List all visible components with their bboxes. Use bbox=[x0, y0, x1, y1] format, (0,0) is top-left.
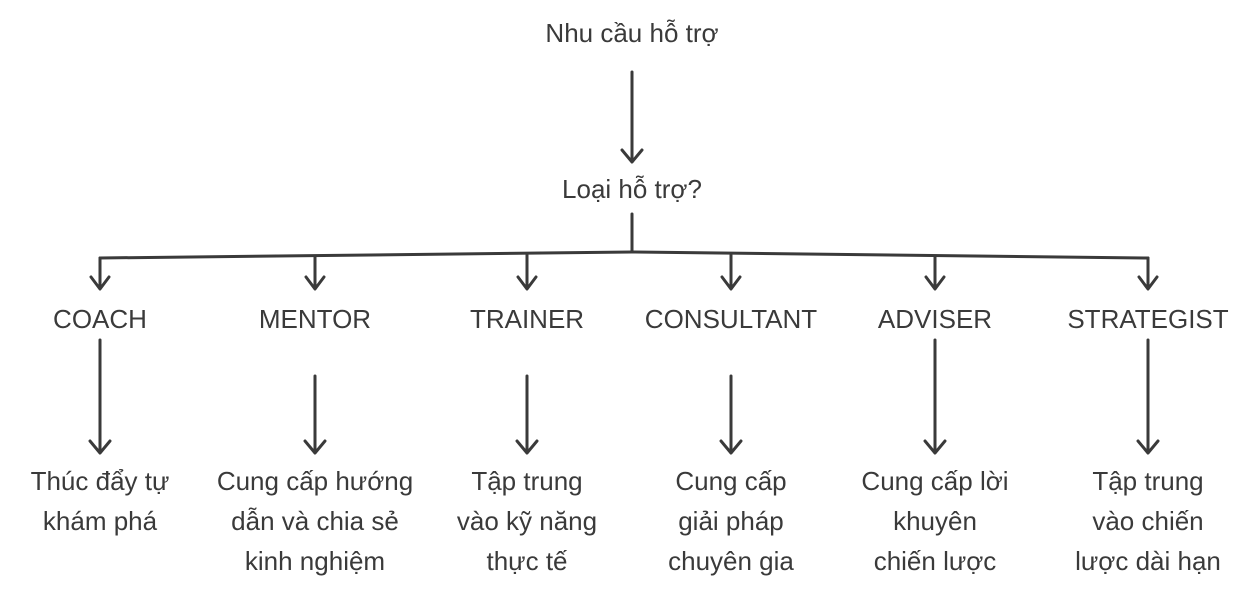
arrowhead-drop-trainer bbox=[516, 275, 538, 291]
arrowhead-drop-strategist bbox=[1137, 275, 1159, 291]
role-trainer: TRAINER bbox=[469, 304, 585, 334]
description-strategist: Tập trung vào chiến lược dài hạn bbox=[1075, 466, 1221, 576]
arrowhead-drop-adviser bbox=[924, 275, 946, 291]
description-mentor: Cung cấp hướng dẫn và chia sẻ kinh nghiệ… bbox=[216, 466, 414, 576]
description-adviser: Cung cấp lời khuyên chiến lược bbox=[861, 466, 1009, 576]
arrowhead-trainer-to-desc bbox=[515, 439, 539, 455]
role-mentor: MENTOR bbox=[258, 304, 372, 334]
question-node: Loại hỗ trợ? bbox=[562, 174, 702, 204]
arrowhead-drop-consultant bbox=[720, 275, 742, 291]
arrowhead-root-to-question bbox=[620, 148, 644, 164]
arrowhead-coach-to-desc bbox=[88, 439, 112, 455]
arrowhead-mentor-to-desc bbox=[303, 439, 327, 455]
connector-trunk bbox=[98, 250, 1150, 260]
role-coach: COACH bbox=[53, 304, 147, 334]
root-node: Nhu cầu hỗ trợ bbox=[545, 18, 719, 48]
role-adviser: ADVISER bbox=[877, 304, 993, 334]
arrowhead-adviser-to-desc bbox=[923, 439, 947, 455]
description-trainer: Tập trung vào kỹ năng thực tế bbox=[456, 466, 598, 576]
arrowhead-drop-mentor bbox=[304, 275, 326, 291]
role-consultant: CONSULTANT bbox=[644, 304, 818, 334]
role-strategist: STRATEGIST bbox=[1067, 304, 1229, 334]
description-consultant: Cung cấp giải pháp chuyên gia bbox=[668, 466, 794, 576]
arrowhead-drop-coach bbox=[89, 275, 111, 291]
arrowhead-consultant-to-desc bbox=[719, 439, 743, 455]
description-coach: Thúc đẩy tự khám phá bbox=[30, 466, 170, 536]
arrowhead-strategist-to-desc bbox=[1136, 439, 1160, 455]
